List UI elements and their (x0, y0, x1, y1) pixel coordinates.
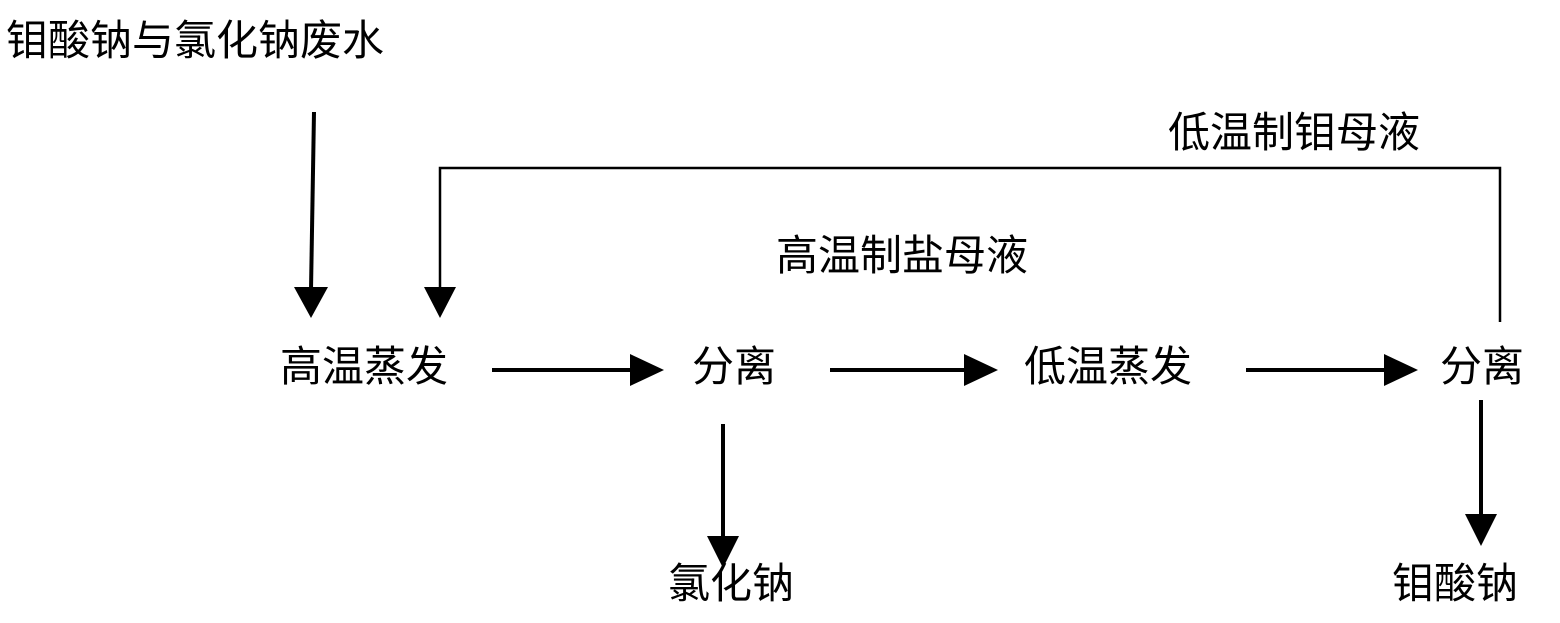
arrow-sep1-to-nacl (707, 424, 739, 568)
separation-node-1: 分离 (692, 342, 777, 391)
high-temp-evaporation-node: 高温蒸发 (280, 342, 449, 391)
separation-node-2: 分离 (1440, 342, 1525, 391)
high-temp-mother-liquor-label: 高温制盐母液 (776, 231, 1029, 280)
feed-arrow (294, 111, 328, 318)
arrow-sep2-to-namo (1465, 400, 1497, 546)
low-temp-mother-liquor-label: 低温制钼母液 (1168, 108, 1421, 157)
low-temp-evaporation-node: 低温蒸发 (1024, 342, 1193, 391)
sodium-chloride-product: 氯化钠 (668, 559, 795, 608)
input-label: 钼酸钠与氯化钠废水 (6, 16, 385, 65)
arrow-sep1-to-levap (830, 354, 998, 386)
arrow-levap-to-sep2 (1246, 354, 1418, 386)
sodium-molybdate-product: 钼酸钠 (1392, 559, 1519, 608)
recycle-loop-arrow (424, 166, 1502, 322)
arrow-hevap-to-sep1 (492, 354, 664, 386)
